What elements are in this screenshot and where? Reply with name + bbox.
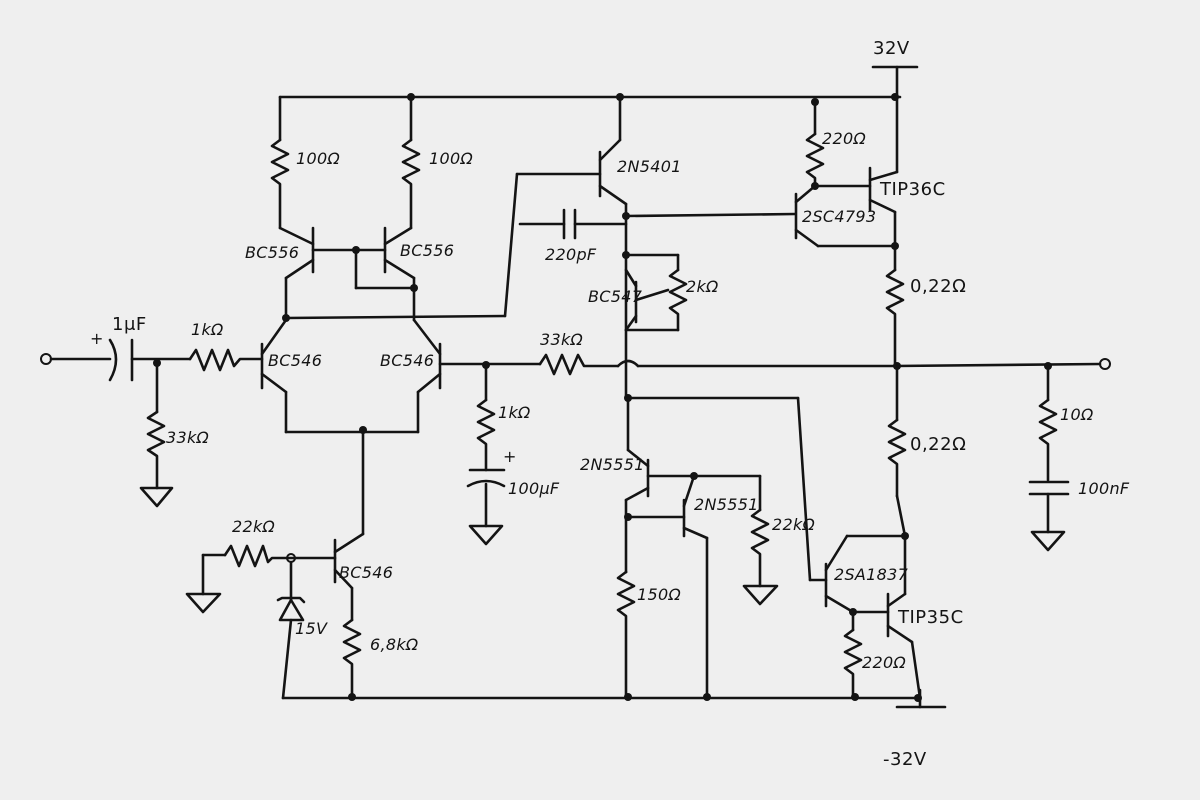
feedback-network — [466, 353, 897, 546]
positive-supply-label: 32V — [873, 38, 910, 59]
bottom-power-label: TIP35C — [897, 607, 964, 628]
bias-pot-label: 2kΩ — [686, 277, 719, 296]
top-emitter-resistor-label: 0,22Ω — [910, 276, 966, 297]
ltp-load-left-label: 100Ω — [296, 149, 340, 168]
ccs-stage — [616, 396, 828, 700]
ltp-loads — [270, 95, 421, 230]
top-driver-label: 2SC4793 — [802, 207, 876, 226]
top-power-label: TIP36C — [879, 179, 946, 200]
input-stage — [40, 338, 264, 508]
output-top — [794, 100, 905, 370]
vas-stage — [518, 95, 797, 257]
bottom-driver-label: 2SA1837 — [834, 565, 909, 584]
ltp-load-right-label: 100Ω — [429, 149, 473, 168]
bottom-emitter-resistor-label: 0,22Ω — [910, 434, 966, 455]
bias-spreader — [622, 251, 688, 402]
tail-emitter-resistor-label: 6,8kΩ — [370, 635, 419, 654]
bottom-resistor-label: 220Ω — [862, 653, 906, 672]
input-cap-plus: + — [90, 329, 104, 348]
negative-supply-label: -32V — [883, 749, 927, 770]
zobel-cap-label: 100nF — [1078, 479, 1130, 498]
ccs-emitter-resistor-label: 150Ω — [637, 585, 681, 604]
input-resistor-label: 1kΩ — [191, 320, 224, 339]
positive-rail — [278, 65, 919, 174]
ccs-t2-label: 2N5551 — [694, 495, 759, 514]
vas-drive-wire — [282, 172, 602, 322]
current-mirror — [278, 226, 418, 322]
mirror-left-label: BC556 — [245, 243, 299, 262]
input-bias-label: 33kΩ — [166, 428, 210, 447]
zobel-resistor-label: 10Ω — [1060, 405, 1094, 424]
output-node — [893, 358, 1111, 552]
feedback-resistor-label: 33kΩ — [540, 330, 584, 349]
bias-transistor-label: BC547 — [588, 287, 643, 306]
vas-transistor-label: 2N5401 — [617, 157, 682, 176]
miller-cap-label: 220pF — [545, 245, 597, 264]
input-cap-label: 1μF — [112, 314, 147, 335]
tail-transistor-label: BC546 — [339, 563, 393, 582]
ccs-base-resistor-label: 22kΩ — [772, 515, 816, 534]
zener-label: 15V — [295, 619, 328, 638]
feedback-cap-label: 100μF — [508, 479, 560, 498]
differential-pair — [260, 318, 542, 536]
tail-source — [185, 532, 365, 700]
output-bottom — [824, 364, 922, 702]
negative-rail — [281, 688, 947, 709]
feedback-cap-plus: + — [503, 447, 517, 466]
diff-left-label: BC546 — [268, 351, 322, 370]
feedback-shunt-label: 1kΩ — [498, 403, 531, 422]
mirror-right-label: BC556 — [400, 241, 454, 260]
tail-base-resistor-label: 22kΩ — [232, 517, 276, 536]
ccs-t1-label: 2N5551 — [580, 455, 645, 474]
diff-right-label: BC546 — [380, 351, 434, 370]
top-resistor-label: 220Ω — [822, 129, 866, 148]
